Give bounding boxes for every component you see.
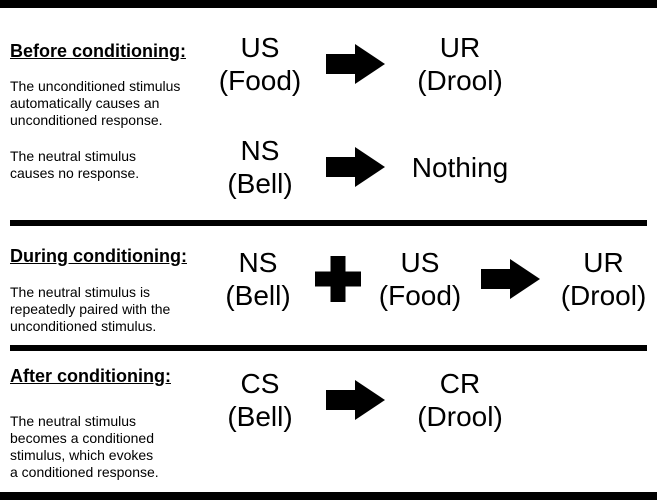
right-arrow-icon (470, 258, 550, 299)
stimulus-abbr: NS (238, 246, 278, 278)
section-during-conditioning: During conditioning: The neutral stimulu… (0, 226, 657, 345)
bottom-border-bar (0, 492, 657, 500)
ur-drool-label: UR (Drool) (550, 246, 657, 312)
paragraph-line: unconditioned response. (10, 112, 163, 128)
paragraph-line: a conditioned response. (10, 464, 159, 480)
paragraph-line: The neutral stimulus (10, 148, 137, 164)
cs-cr-row: CS (Bell) CR (Drool) (215, 367, 657, 433)
section-after-conditioning: After conditioning: The neutral stimulus… (0, 351, 657, 492)
right-arrow-icon (305, 380, 405, 420)
ns-bell-label: NS (Bell) (215, 134, 305, 200)
response-name: (Drool) (417, 401, 503, 432)
stimulus-name: (Food) (218, 65, 302, 96)
response-abbr: UR (439, 32, 481, 63)
response-name: Nothing (411, 151, 509, 183)
right-arrow-icon (305, 44, 405, 84)
paragraph-line: unconditioned stimulus. (10, 318, 157, 334)
us-food-label: US (Food) (370, 246, 470, 312)
section-divider (10, 220, 647, 226)
before-diagram: US (Food) UR (Drool) NS (Bell) Nothing (215, 8, 657, 220)
paragraph-line: The neutral stimulus (10, 413, 137, 429)
after-heading: After conditioning: (10, 366, 171, 386)
stimulus-name: (Food) (378, 279, 462, 311)
paragraph-line: The unconditioned stimulus (10, 78, 181, 94)
section-before-conditioning: Before conditioning: The unconditioned s… (0, 8, 657, 220)
response-abbr: CR (439, 368, 481, 399)
before-paragraph-1: The unconditioned stimulus automatically… (10, 78, 215, 129)
stimulus-name: (Bell) (225, 279, 291, 311)
paragraph-line: causes no response. (10, 165, 140, 181)
after-diagram: CS (Bell) CR (Drool) (215, 351, 657, 492)
stimulus-abbr: US (400, 246, 440, 278)
cs-bell-label: CS (Bell) (215, 367, 305, 433)
after-text-column: After conditioning: The neutral stimulus… (0, 351, 215, 492)
stimulus-abbr: NS (240, 135, 280, 166)
stimulus-abbr: US (240, 32, 280, 63)
ur-drool-label: UR (Drool) (405, 31, 515, 97)
during-diagram: NS (Bell) US (Food) UR (Drool) (210, 226, 657, 345)
response-name: (Drool) (560, 279, 647, 311)
response-abbr: UR (583, 246, 624, 278)
paragraph-line: stimulus, which evokes (10, 447, 154, 463)
nothing-label: Nothing (405, 151, 515, 184)
plus-icon (306, 255, 370, 302)
stimulus-abbr: CS (240, 368, 280, 399)
before-heading: Before conditioning: (10, 41, 186, 61)
paragraph-line: repeatedly paired with the (10, 301, 171, 317)
before-paragraph-2: The neutral stimulus causes no response. (10, 148, 215, 182)
paragraph-line: The neutral stimulus is (10, 284, 151, 300)
response-name: (Drool) (417, 65, 503, 96)
paragraph-line: automatically causes an (10, 95, 160, 111)
after-paragraph-1: The neutral stimulus becomes a condition… (10, 413, 215, 481)
ns-nothing-row: NS (Bell) Nothing (215, 134, 657, 200)
during-heading: During conditioning: (10, 246, 187, 266)
stimulus-name: (Bell) (227, 168, 293, 199)
top-border-bar (0, 0, 657, 8)
right-arrow-icon (305, 147, 405, 187)
stimulus-name: (Bell) (227, 401, 293, 432)
ns-bell-label: NS (Bell) (210, 246, 306, 312)
paragraph-line: becomes a conditioned (10, 430, 154, 446)
during-paragraph-1: The neutral stimulus is repeatedly paire… (10, 284, 210, 335)
before-text-column: Before conditioning: The unconditioned s… (0, 8, 215, 220)
section-divider (10, 345, 647, 351)
us-food-label: US (Food) (215, 31, 305, 97)
us-ur-row: US (Food) UR (Drool) (215, 31, 657, 97)
cr-drool-label: CR (Drool) (405, 367, 515, 433)
during-text-column: During conditioning: The neutral stimulu… (0, 226, 210, 345)
